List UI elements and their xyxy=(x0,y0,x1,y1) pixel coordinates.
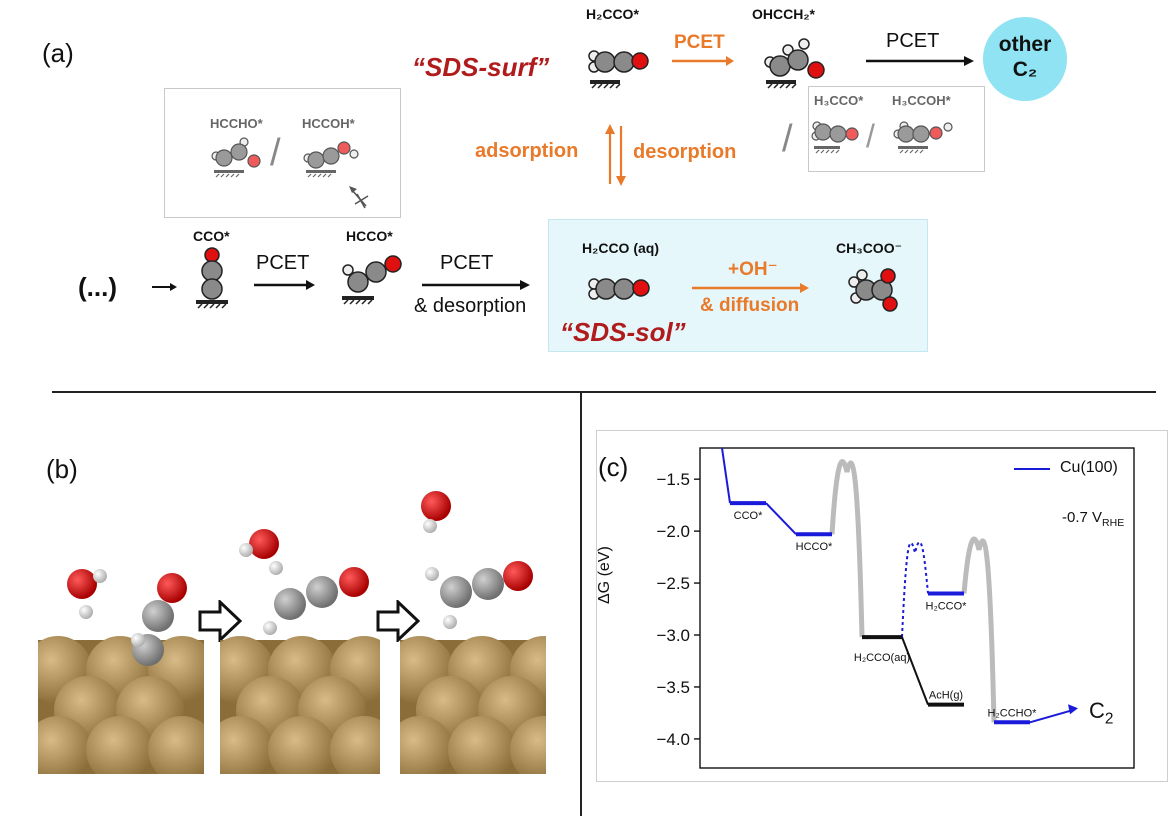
hcco-star-label: HCCO* xyxy=(346,228,393,244)
hccho-molecule xyxy=(211,137,261,178)
pcet-2-label: PCET xyxy=(440,252,494,274)
h2cco-aq-label: H₂CCO (aq) xyxy=(582,240,659,256)
legend-label: Cu(100) xyxy=(1060,459,1118,476)
plus-oh-arrow xyxy=(692,283,809,293)
plus-oh-label: +OH⁻ xyxy=(728,259,778,280)
c2-end-label: C2 xyxy=(1089,698,1113,728)
free-energy-chart: −1.5 −2.0 −2.5 −3.0 −3.5 −4.0 CCO* HCCO* H₂CCO(… xyxy=(656,447,1135,769)
slash-separator-box: / xyxy=(866,118,875,154)
hcco-adsorbed-molecule xyxy=(342,255,402,305)
cco-star-label: CCO* xyxy=(193,228,230,244)
c2-end-subscript: 2 xyxy=(1104,710,1114,728)
ohcch2-adsorbed-molecule xyxy=(764,38,825,89)
h2cco-adsorbed-molecule xyxy=(588,50,649,89)
y-tick-label: −3.0 xyxy=(656,626,690,645)
legend-line xyxy=(1014,468,1050,470)
pcet-orange-arrow xyxy=(672,56,734,66)
slash-separator-left: / xyxy=(270,132,281,174)
y-tick-label: −4.0 xyxy=(656,730,690,749)
and-diffusion-label: & diffusion xyxy=(700,295,800,316)
h2cco-aq-molecule xyxy=(588,278,650,300)
other-c2-circle xyxy=(983,17,1067,101)
adsorption-desorption-arrows xyxy=(605,124,626,186)
panel-b-label: (b) xyxy=(46,454,78,484)
state-label: AcH(g) xyxy=(929,690,963,702)
adsorption-label: adsorption xyxy=(475,140,579,162)
pcet-1-arrow xyxy=(254,280,315,290)
potential-label: -0.7 VRHE xyxy=(1062,509,1124,529)
vertical-divider xyxy=(580,392,582,816)
h3ccoh-star-label: H₃CCOH* xyxy=(892,93,951,108)
snapshot-1-image xyxy=(38,569,204,774)
blocked-arrow-icon xyxy=(349,186,369,209)
horizontal-divider xyxy=(52,391,1156,393)
c2-end-text: C xyxy=(1089,698,1105,723)
y-tick-label: −2.0 xyxy=(656,522,690,541)
slash-separator-right: / xyxy=(782,118,793,160)
pcet-orange-label: PCET xyxy=(674,32,725,53)
entry-connector xyxy=(721,447,731,504)
chart-frame xyxy=(596,430,1168,782)
cco-adsorbed-molecule xyxy=(196,247,228,309)
y-axis-label: ΔG (eV) xyxy=(596,546,613,604)
c2-arrow-line xyxy=(1029,709,1073,724)
panel-c-label: (c) xyxy=(598,452,629,482)
energy-barrier-curve xyxy=(829,459,865,638)
h3ccoh-molecule xyxy=(893,121,953,154)
snapshot-2-image xyxy=(220,529,380,774)
and-desorption-label: & desorption xyxy=(414,295,527,317)
sds-sol-label: “SDS-sol” xyxy=(560,317,686,347)
snapshot-arrow-1 xyxy=(198,600,243,642)
energy-barrier-curve xyxy=(901,541,929,638)
potential-value: -0.7 V xyxy=(1062,509,1103,526)
hccho-star-label: HCCHO* xyxy=(210,116,263,131)
snapshot-arrow-2 xyxy=(376,600,421,642)
ohcch2-star-label: OHCCH₂* xyxy=(752,6,815,22)
potential-subscript: RHE xyxy=(1102,517,1125,529)
y-tick-label: −1.5 xyxy=(656,470,690,489)
state-label: HCCO* xyxy=(796,541,833,553)
state-label: H₂CCO(aq) xyxy=(854,652,910,664)
desorption-label: desorption xyxy=(633,141,737,163)
pcet-2-arrow xyxy=(422,280,530,290)
plot-area xyxy=(699,447,1135,769)
h2cco-star-label: H₂CCO* xyxy=(586,6,639,22)
state-label: H₂CCHO* xyxy=(988,707,1038,719)
ellipsis-label: (...) xyxy=(78,272,117,302)
ch3coo-label: CH₃COO⁻ xyxy=(836,240,902,256)
connector-line xyxy=(901,636,929,705)
ch3coo-molecule xyxy=(848,268,898,312)
sds-surf-label: “SDS-surf” xyxy=(412,52,550,82)
state-label: H₂CCO* xyxy=(926,600,968,612)
h3cco-molecule xyxy=(811,121,859,154)
connector-line xyxy=(765,502,797,535)
y-tick-label: −2.5 xyxy=(656,574,690,593)
ellipsis-arrow xyxy=(152,283,177,291)
pcet-top-label: PCET xyxy=(886,30,940,52)
energy-barrier-curve xyxy=(961,536,997,723)
hccoh-molecule xyxy=(303,141,359,178)
hccho-box xyxy=(164,88,401,218)
state-label: CCO* xyxy=(734,510,763,522)
snapshot-3-image xyxy=(400,491,546,774)
y-tick-label: −3.5 xyxy=(656,678,690,697)
c2-arrowhead xyxy=(1068,704,1078,715)
pcet-top-arrow xyxy=(866,56,974,66)
h3cco-star-label: H₃CCO* xyxy=(814,93,864,108)
other-c2-text-line1: other xyxy=(998,33,1052,56)
hccoh-star-label: HCCOH* xyxy=(302,116,355,131)
pcet-1-label: PCET xyxy=(256,252,310,274)
other-c2-text-line2: C₂ xyxy=(1012,58,1038,81)
panel-a-label: (a) xyxy=(42,38,74,68)
